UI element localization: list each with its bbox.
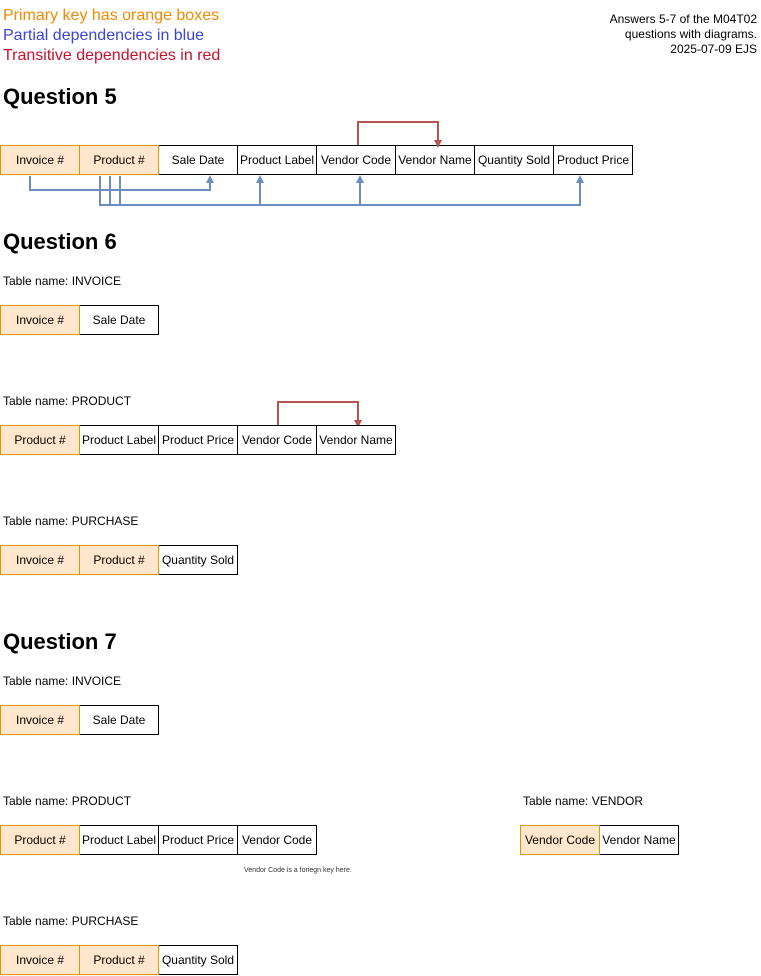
q6-invoice-table: Invoice #Sale Date [0,305,159,335]
q7-invoice-table-name: Table name: INVOICE [3,674,122,688]
q7-vendor-table-vendor-name-cell: Vendor Name [599,825,679,855]
q7-product-table-name: Table name: PRODUCT [3,794,132,808]
q6-invoice-table-name: Table name: INVOICE [3,274,122,288]
q5-arrowhead-vendor-code [356,175,364,183]
q6-product-table-vendor-name-cell: Vendor Name [316,425,396,455]
q7-purchase-table: Invoice #Product #Quantity Sold [0,945,238,975]
q6-product-table-product-label-cell: Product Label [79,425,159,455]
legend-partial-dependencies: Partial dependencies in blue [3,27,205,44]
q6-purchase-table-product-pk-cell: Product # [79,545,159,575]
q5-transitive-arrowhead [434,140,442,148]
q7-purchase-table-quantity-sold-cell: Quantity Sold [158,945,238,975]
q5-table-vendor-code-cell: Vendor Code [316,145,396,175]
note-line-1: Answers 5-7 of the M04T02 [609,12,757,26]
q6-purchase-table-name: Table name: PURCHASE [3,514,139,528]
q5-table-product-pk-cell: Product # [79,145,159,175]
header-note: Answers 5-7 of the M04T02 questions with… [610,12,757,57]
q6-purchase-table: Invoice #Product #Quantity Sold [0,545,238,575]
q5-arrowhead-product-price [576,175,584,183]
q6-product-table-name: Table name: PRODUCT [3,394,132,408]
q5-table-invoice-pk-cell: Invoice # [0,145,80,175]
q7-vendor-table-name: Table name: VENDOR [523,794,644,808]
note-line-2: questions with diagrams. [624,27,757,41]
q6-transitive-arrowhead [354,420,362,428]
q6-product-table-product-pk-cell: Product # [0,425,80,455]
question-5-title: Question 5 [3,84,117,109]
q7-invoice-table: Invoice #Sale Date [0,705,159,735]
q7-purchase-table-name: Table name: PURCHASE [3,914,139,928]
legend-primary-key: Primary key has orange boxes [3,7,220,24]
q6-invoice-table-invoice-pk-cell: Invoice # [0,305,80,335]
question-7-title: Question 7 [3,629,117,654]
q6-transitive-arrow [277,401,359,425]
q5-arrowhead-product-label [256,175,264,183]
q7-foreign-key-note: Vendor Code is a foriegn key here. [244,867,352,874]
q6-invoice-table-sale-date-cell: Sale Date [79,305,159,335]
q7-invoice-table-sale-date-cell: Sale Date [79,705,159,735]
q7-product-table-product-price-cell: Product Price [158,825,238,855]
q7-purchase-table-product-pk-cell: Product # [79,945,159,975]
q5-table-sale-date-cell: Sale Date [158,145,238,175]
q7-purchase-table-invoice-pk-cell: Invoice # [0,945,80,975]
legend-transitive-dependencies: Transitive dependencies in red [3,47,221,64]
q6-purchase-table-quantity-sold-cell: Quantity Sold [158,545,238,575]
q7-vendor-table-vendor-code-pk-cell: Vendor Code [520,825,600,855]
q5-table-product-label-cell: Product Label [237,145,317,175]
q7-product-table-product-pk-cell: Product # [0,825,80,855]
q5-transitive-arrow [357,121,439,145]
q5-table-vendor-name-cell: Vendor Name [395,145,475,175]
q6-purchase-table-invoice-pk-cell: Invoice # [0,545,80,575]
q7-invoice-table-invoice-pk-cell: Invoice # [0,705,80,735]
q6-product-table-vendor-code-cell: Vendor Code [237,425,317,455]
q7-product-table-product-label-cell: Product Label [79,825,159,855]
q6-product-table-product-price-cell: Product Price [158,425,238,455]
note-line-3: 2025-07-09 EJS [670,42,757,56]
q5-partial-arrows [29,176,581,206]
q5-table-quantity-sold-cell: Quantity Sold [474,145,554,175]
q5-table-product-price-cell: Product Price [553,145,633,175]
q5-arrowhead-sale-date [206,175,214,183]
q7-product-table-vendor-code-cell: Vendor Code [237,825,317,855]
question-6-title: Question 6 [3,229,117,254]
